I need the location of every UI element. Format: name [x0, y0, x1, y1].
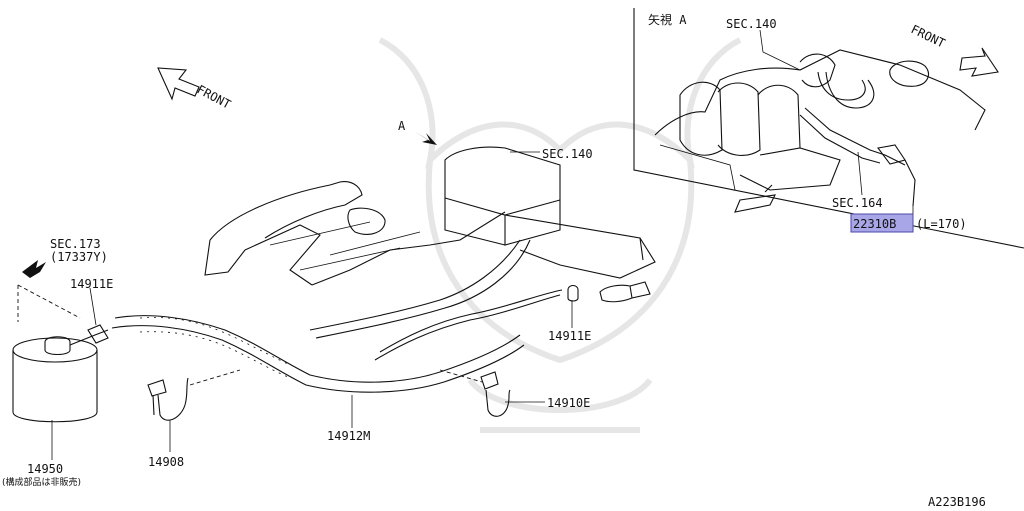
part-22310b-highlight[interactable]: [850, 213, 914, 233]
watermark-emblem: [378, 37, 742, 433]
view-a-arrow-icon: [414, 131, 437, 145]
front-label-left: FRONT: [195, 82, 233, 111]
sec164-label[interactable]: SEC.164: [832, 196, 883, 210]
sec173-label[interactable]: SEC.173: [50, 237, 101, 251]
leader-14911e-left: [89, 287, 97, 326]
sec140-inset-label[interactable]: SEC.140: [726, 17, 777, 31]
canister-14950-label[interactable]: 14950: [27, 462, 63, 476]
clip-14911e-left-label[interactable]: 14911E: [70, 277, 113, 291]
hose-14912m: [111, 315, 525, 393]
inset-engine-drawing: [654, 49, 986, 213]
sec140-label[interactable]: SEC.140: [542, 147, 593, 161]
clip-14911e-right: [567, 284, 579, 302]
bracket-14908: [147, 377, 189, 421]
front-arrow-right-icon: [959, 47, 999, 77]
front-arrow-left-icon: [157, 67, 200, 101]
clip-14910e: [480, 371, 511, 417]
diagram-code: A223B196: [928, 495, 986, 509]
leader-sec140-inset: [759, 29, 801, 71]
view-a-marker: A: [398, 119, 406, 133]
clip-14911e-right-label[interactable]: 14911E: [548, 329, 591, 343]
view-a-title: 矢視 A: [648, 12, 687, 27]
sec173-ref-label: (17337Y): [50, 250, 108, 264]
sec173-arrow-icon: [22, 260, 46, 278]
canister-14950: [12, 324, 109, 423]
vacuum-hose-lines: [309, 239, 563, 361]
not-sold-note: (構成部品は非販売): [2, 476, 81, 488]
bracket-14908-label[interactable]: 14908: [148, 455, 184, 469]
front-label-right: FRONT: [909, 22, 948, 50]
intake-manifold-drawing: [204, 146, 656, 303]
clip-14910e-label[interactable]: 14910E: [547, 396, 590, 410]
hose-14912m-label[interactable]: 14912M: [327, 429, 370, 443]
leader-sec164: [857, 151, 863, 196]
length-note: (L=170): [916, 217, 967, 231]
part-22310b-label[interactable]: 22310B: [853, 217, 896, 231]
